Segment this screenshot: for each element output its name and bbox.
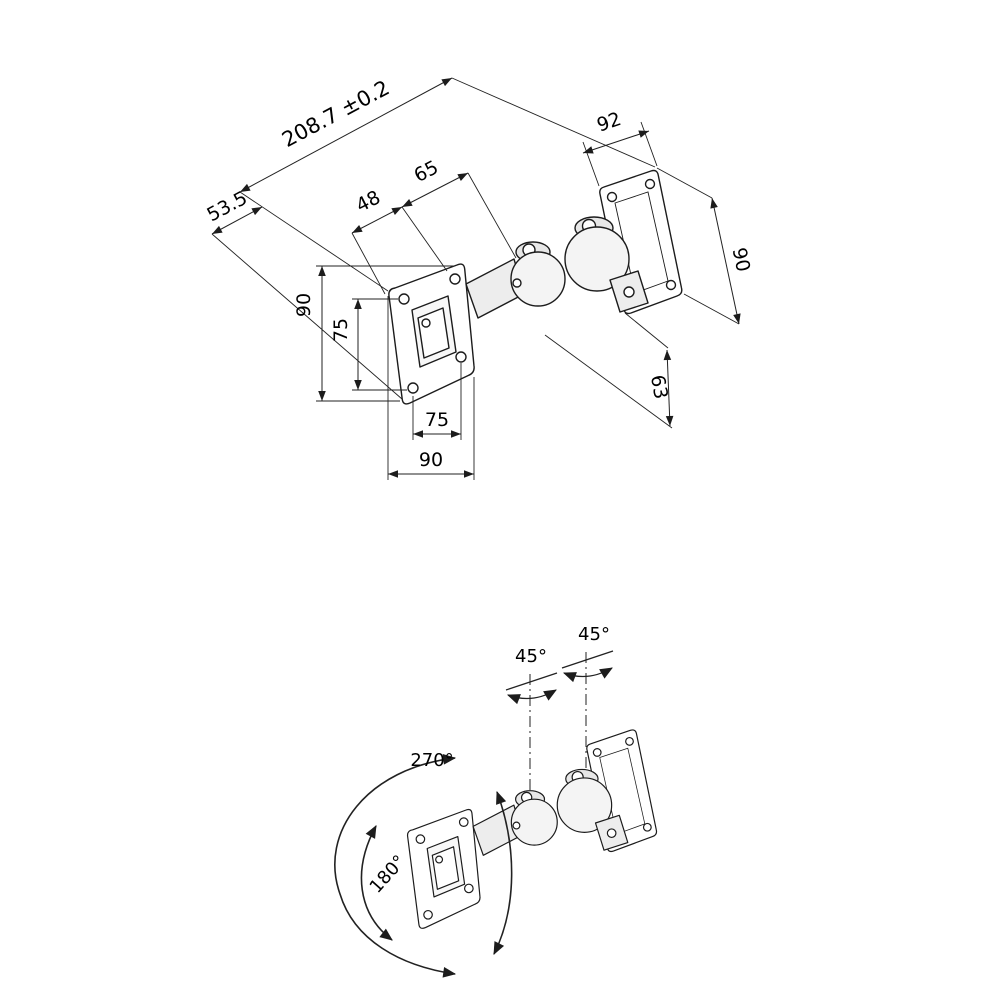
dim-joint-to-plate: 63 xyxy=(646,373,672,401)
dim-arm-segment-1: 48 xyxy=(353,186,385,217)
label-swivel-range: 270° xyxy=(410,750,453,771)
dim-wall-offset: 53.5 xyxy=(203,187,251,226)
dimension-view-mount xyxy=(388,169,683,405)
label-tilt-front: 45° xyxy=(515,646,547,667)
rotation-arrows xyxy=(334,754,513,978)
extension-lines xyxy=(211,77,740,480)
dim-arm-segment-2: 65 xyxy=(411,156,443,187)
swivel-arrow-inner xyxy=(493,790,513,955)
dim-vesa-hole-spacing-horizontal: 75 xyxy=(425,409,449,431)
dim-wall-plate-width: 92 xyxy=(594,108,624,137)
dim-vesa-plate-height: 90 xyxy=(293,293,315,317)
label-tilt-rear: 45° xyxy=(578,624,610,645)
label-rotation-range: 180° xyxy=(366,851,411,897)
dim-vesa-plate-width: 90 xyxy=(419,449,443,471)
tilt-axes xyxy=(529,652,587,792)
dim-vesa-hole-spacing-vertical: 75 xyxy=(330,318,352,342)
dim-wall-plate-height: 90 xyxy=(728,246,755,274)
dimension-view: 208.7 ±0.2 53.5 48 65 92 90 63 90 75 75 … xyxy=(203,76,754,480)
dimension-lines xyxy=(211,77,741,478)
rotate-arrow xyxy=(360,825,393,941)
rotation-view: 45° 45° 270° 180° xyxy=(334,624,658,978)
tilt-indicators xyxy=(505,650,614,705)
swivel-arrow-outer xyxy=(334,754,457,978)
